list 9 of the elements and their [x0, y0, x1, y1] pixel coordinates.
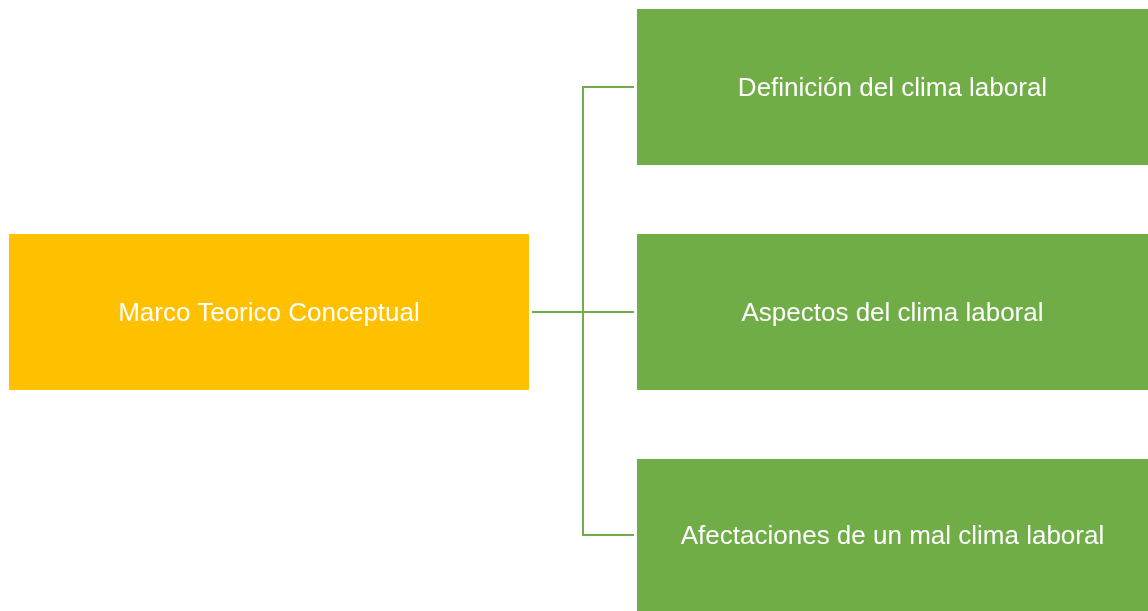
- box-label: Aspectos del clima laboral: [741, 296, 1044, 328]
- box-label: Afectaciones de un mal clima laboral: [680, 519, 1105, 551]
- subtopic-box: [637, 9, 1148, 165]
- box-label: Definición del clima laboral: [737, 71, 1048, 103]
- connector-line: [531, 311, 635, 536]
- subtopic-box: [637, 234, 1148, 390]
- subtopic-box: [637, 459, 1148, 611]
- topic-box: [9, 234, 529, 390]
- box-label: Marco Teorico Conceptual: [118, 296, 420, 328]
